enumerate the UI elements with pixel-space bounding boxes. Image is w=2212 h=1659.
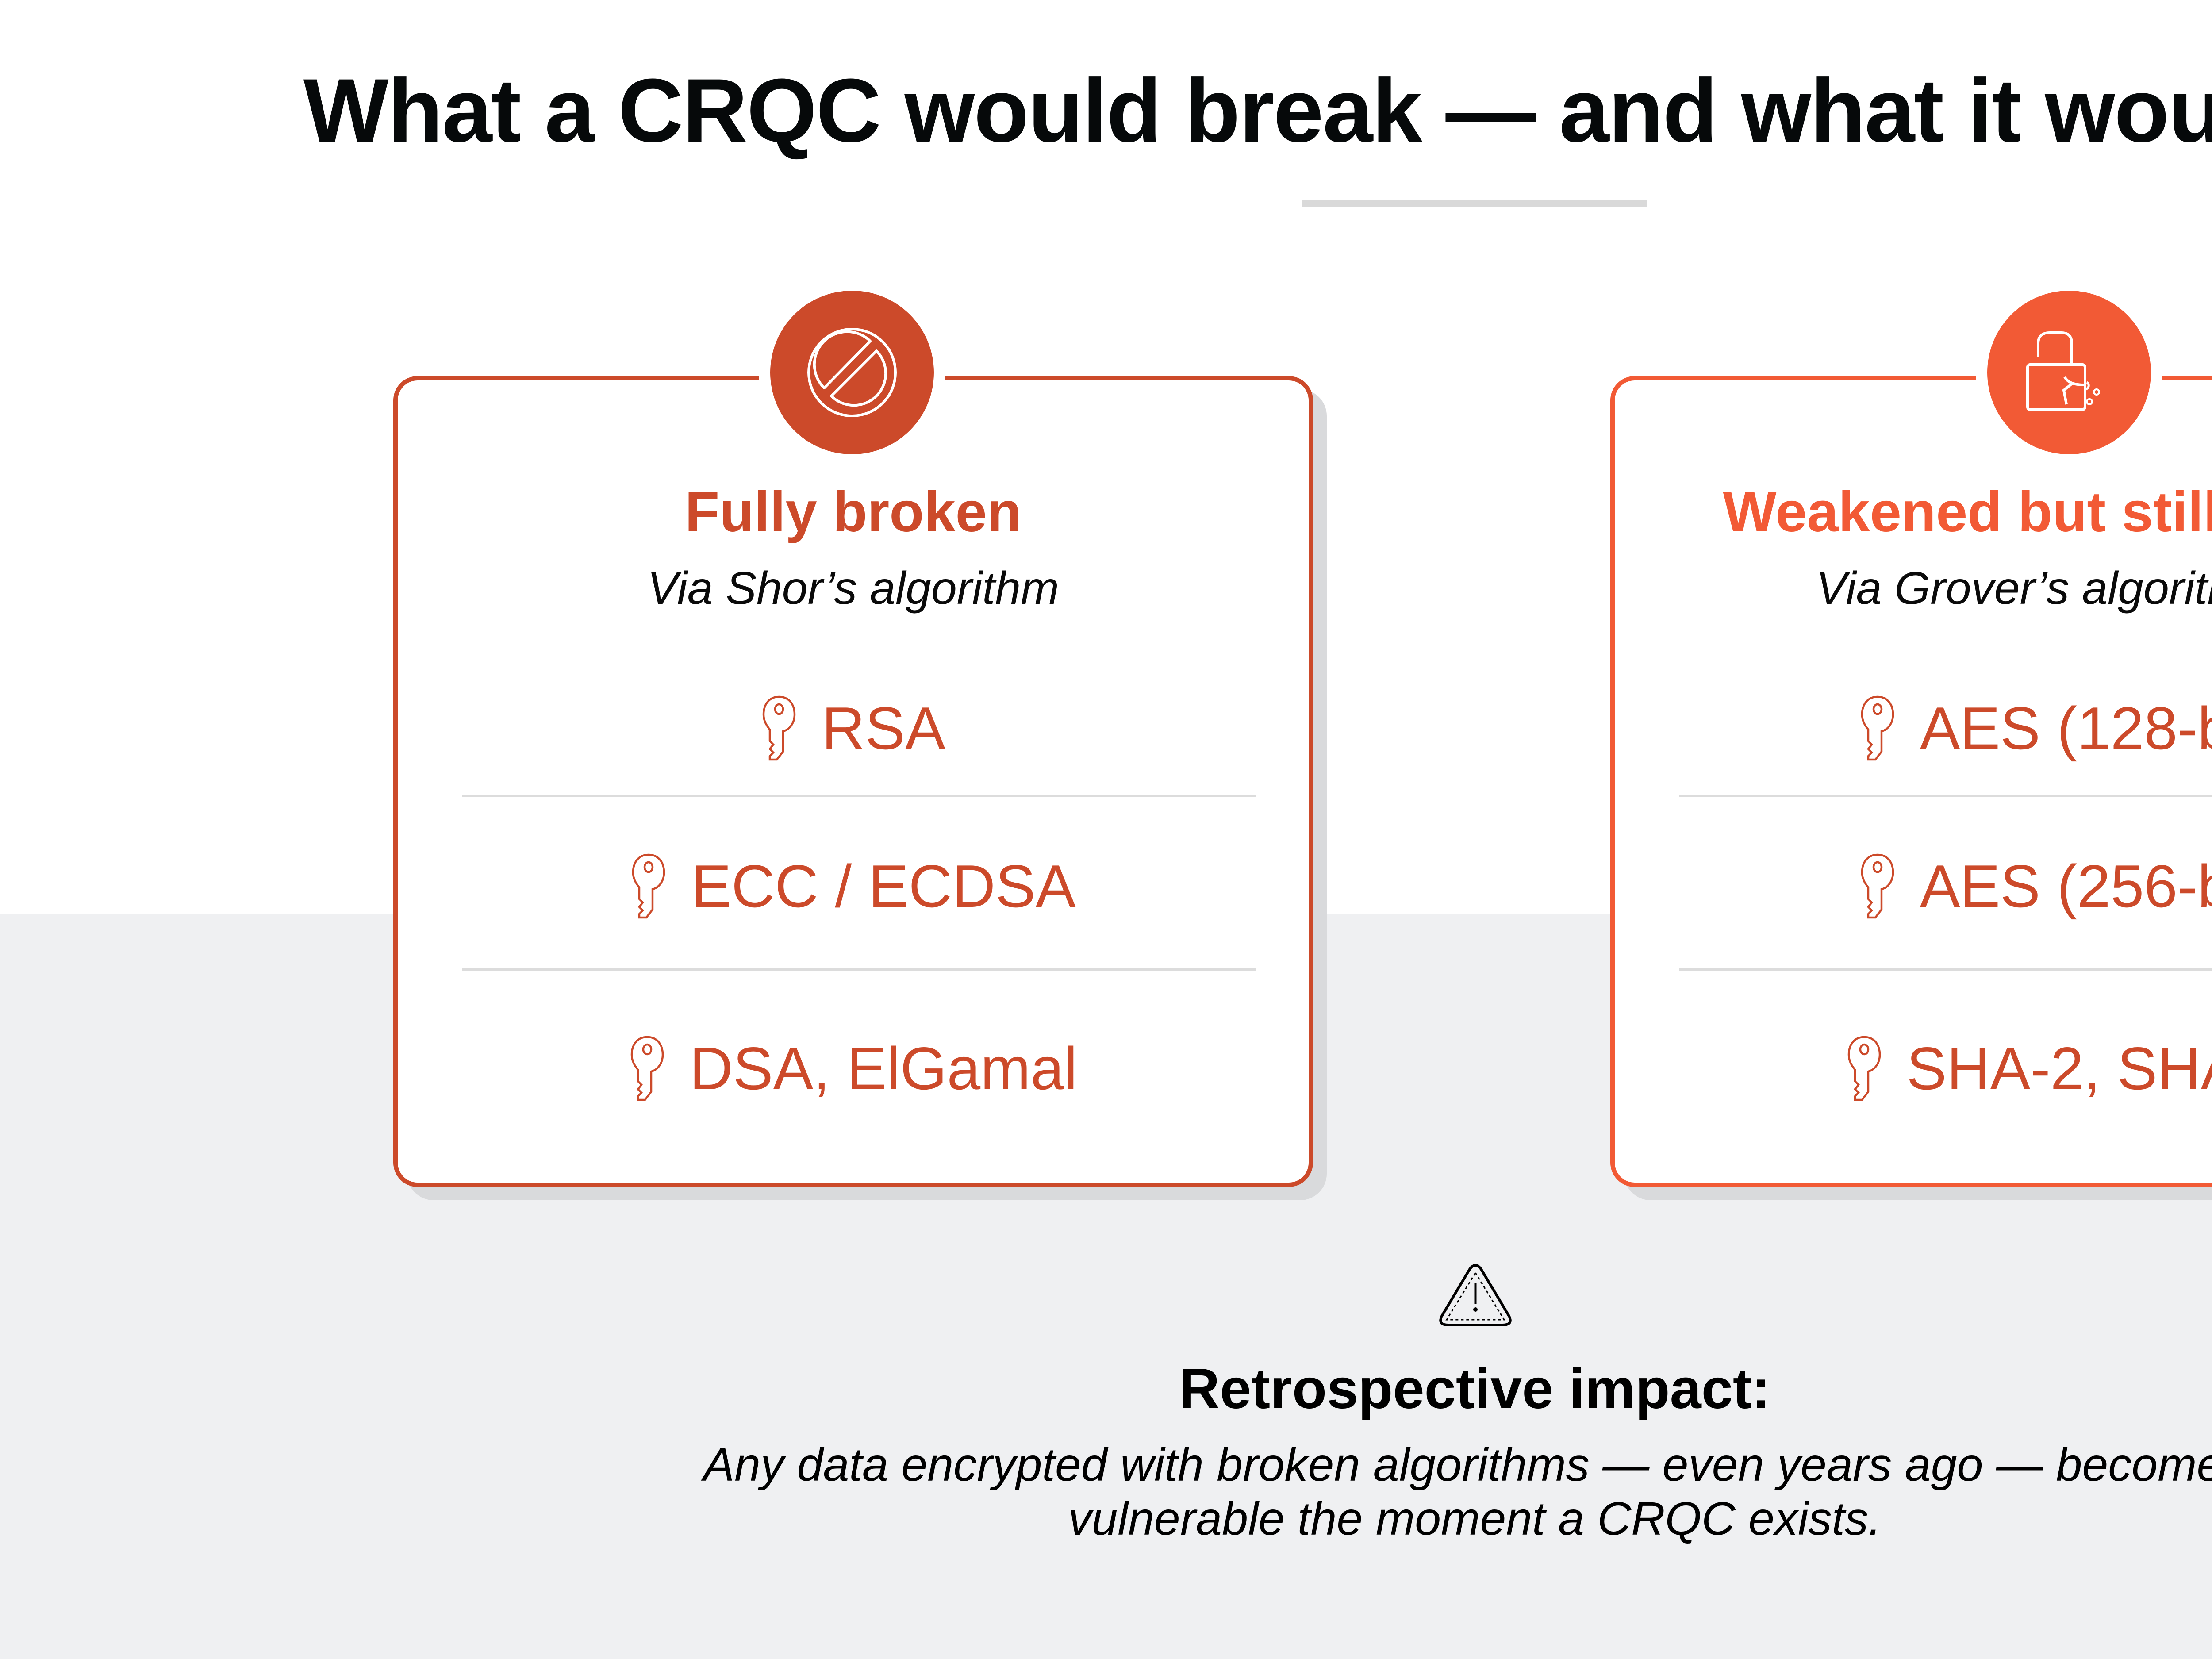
- key-icon: [632, 853, 665, 919]
- algorithm-label: AES (128-bit): [1920, 695, 2212, 762]
- algorithm-item: SHA-2, SHA-3: [1615, 1024, 2212, 1113]
- algorithm-label: DSA, ElGamal: [689, 1035, 1078, 1102]
- prohibited-icon-badge: [770, 291, 934, 454]
- title-divider: [1302, 200, 1647, 207]
- key-icon: [762, 695, 796, 761]
- card-heading: Weakened but still secure: [1723, 480, 2212, 544]
- item-separator: [462, 795, 1256, 797]
- broken-padlock-icon: [2026, 331, 2100, 411]
- algorithm-label: SHA-2, SHA-3: [1906, 1035, 2212, 1102]
- algorithm-item: DSA, ElGamal: [398, 1024, 1309, 1113]
- item-separator: [1679, 968, 2212, 971]
- algorithm-item: ECC / ECDSA: [398, 842, 1309, 930]
- algorithm-label: RSA: [822, 695, 945, 762]
- item-separator: [462, 968, 1256, 971]
- card-subtitle: Via Grover’s algorithm: [1816, 563, 2212, 614]
- broken-padlock-icon-badge: [1987, 291, 2151, 454]
- key-icon: [1861, 853, 1894, 919]
- key-icon: [630, 1036, 664, 1101]
- impact-body: Any data encrypted with broken algorithm…: [0, 1438, 2212, 1546]
- page-title: What a CRQC would break — and what it wo…: [303, 60, 2212, 161]
- card-heading: Fully broken: [685, 480, 1022, 544]
- card-fully-broken: Fully broken Via Shor’s algorithm RSA EC…: [393, 376, 1313, 1187]
- impact-body-line: Any data encrypted with broken algorithm…: [703, 1439, 2212, 1491]
- key-icon: [1861, 695, 1894, 761]
- impact-title: Retrospective impact:: [1179, 1357, 1771, 1421]
- item-separator: [1679, 795, 2212, 797]
- prohibited-icon: [807, 328, 897, 417]
- algorithm-item: AES (128-bit): [1615, 684, 2212, 772]
- algorithm-label: ECC / ECDSA: [691, 853, 1076, 920]
- impact-body-line: vulnerable the moment a CRQC exists.: [1068, 1493, 1882, 1545]
- warning-triangle-icon: [1439, 1264, 1512, 1326]
- key-icon: [1847, 1036, 1881, 1101]
- algorithm-label: AES (256-bit): [1920, 853, 2212, 920]
- algorithm-item: AES (256-bit): [1615, 842, 2212, 930]
- algorithm-item: RSA: [398, 684, 1309, 772]
- card-subtitle: Via Shor’s algorithm: [647, 563, 1059, 614]
- card-weakened: Weakened but still secure Via Grover’s a…: [1610, 376, 2212, 1187]
